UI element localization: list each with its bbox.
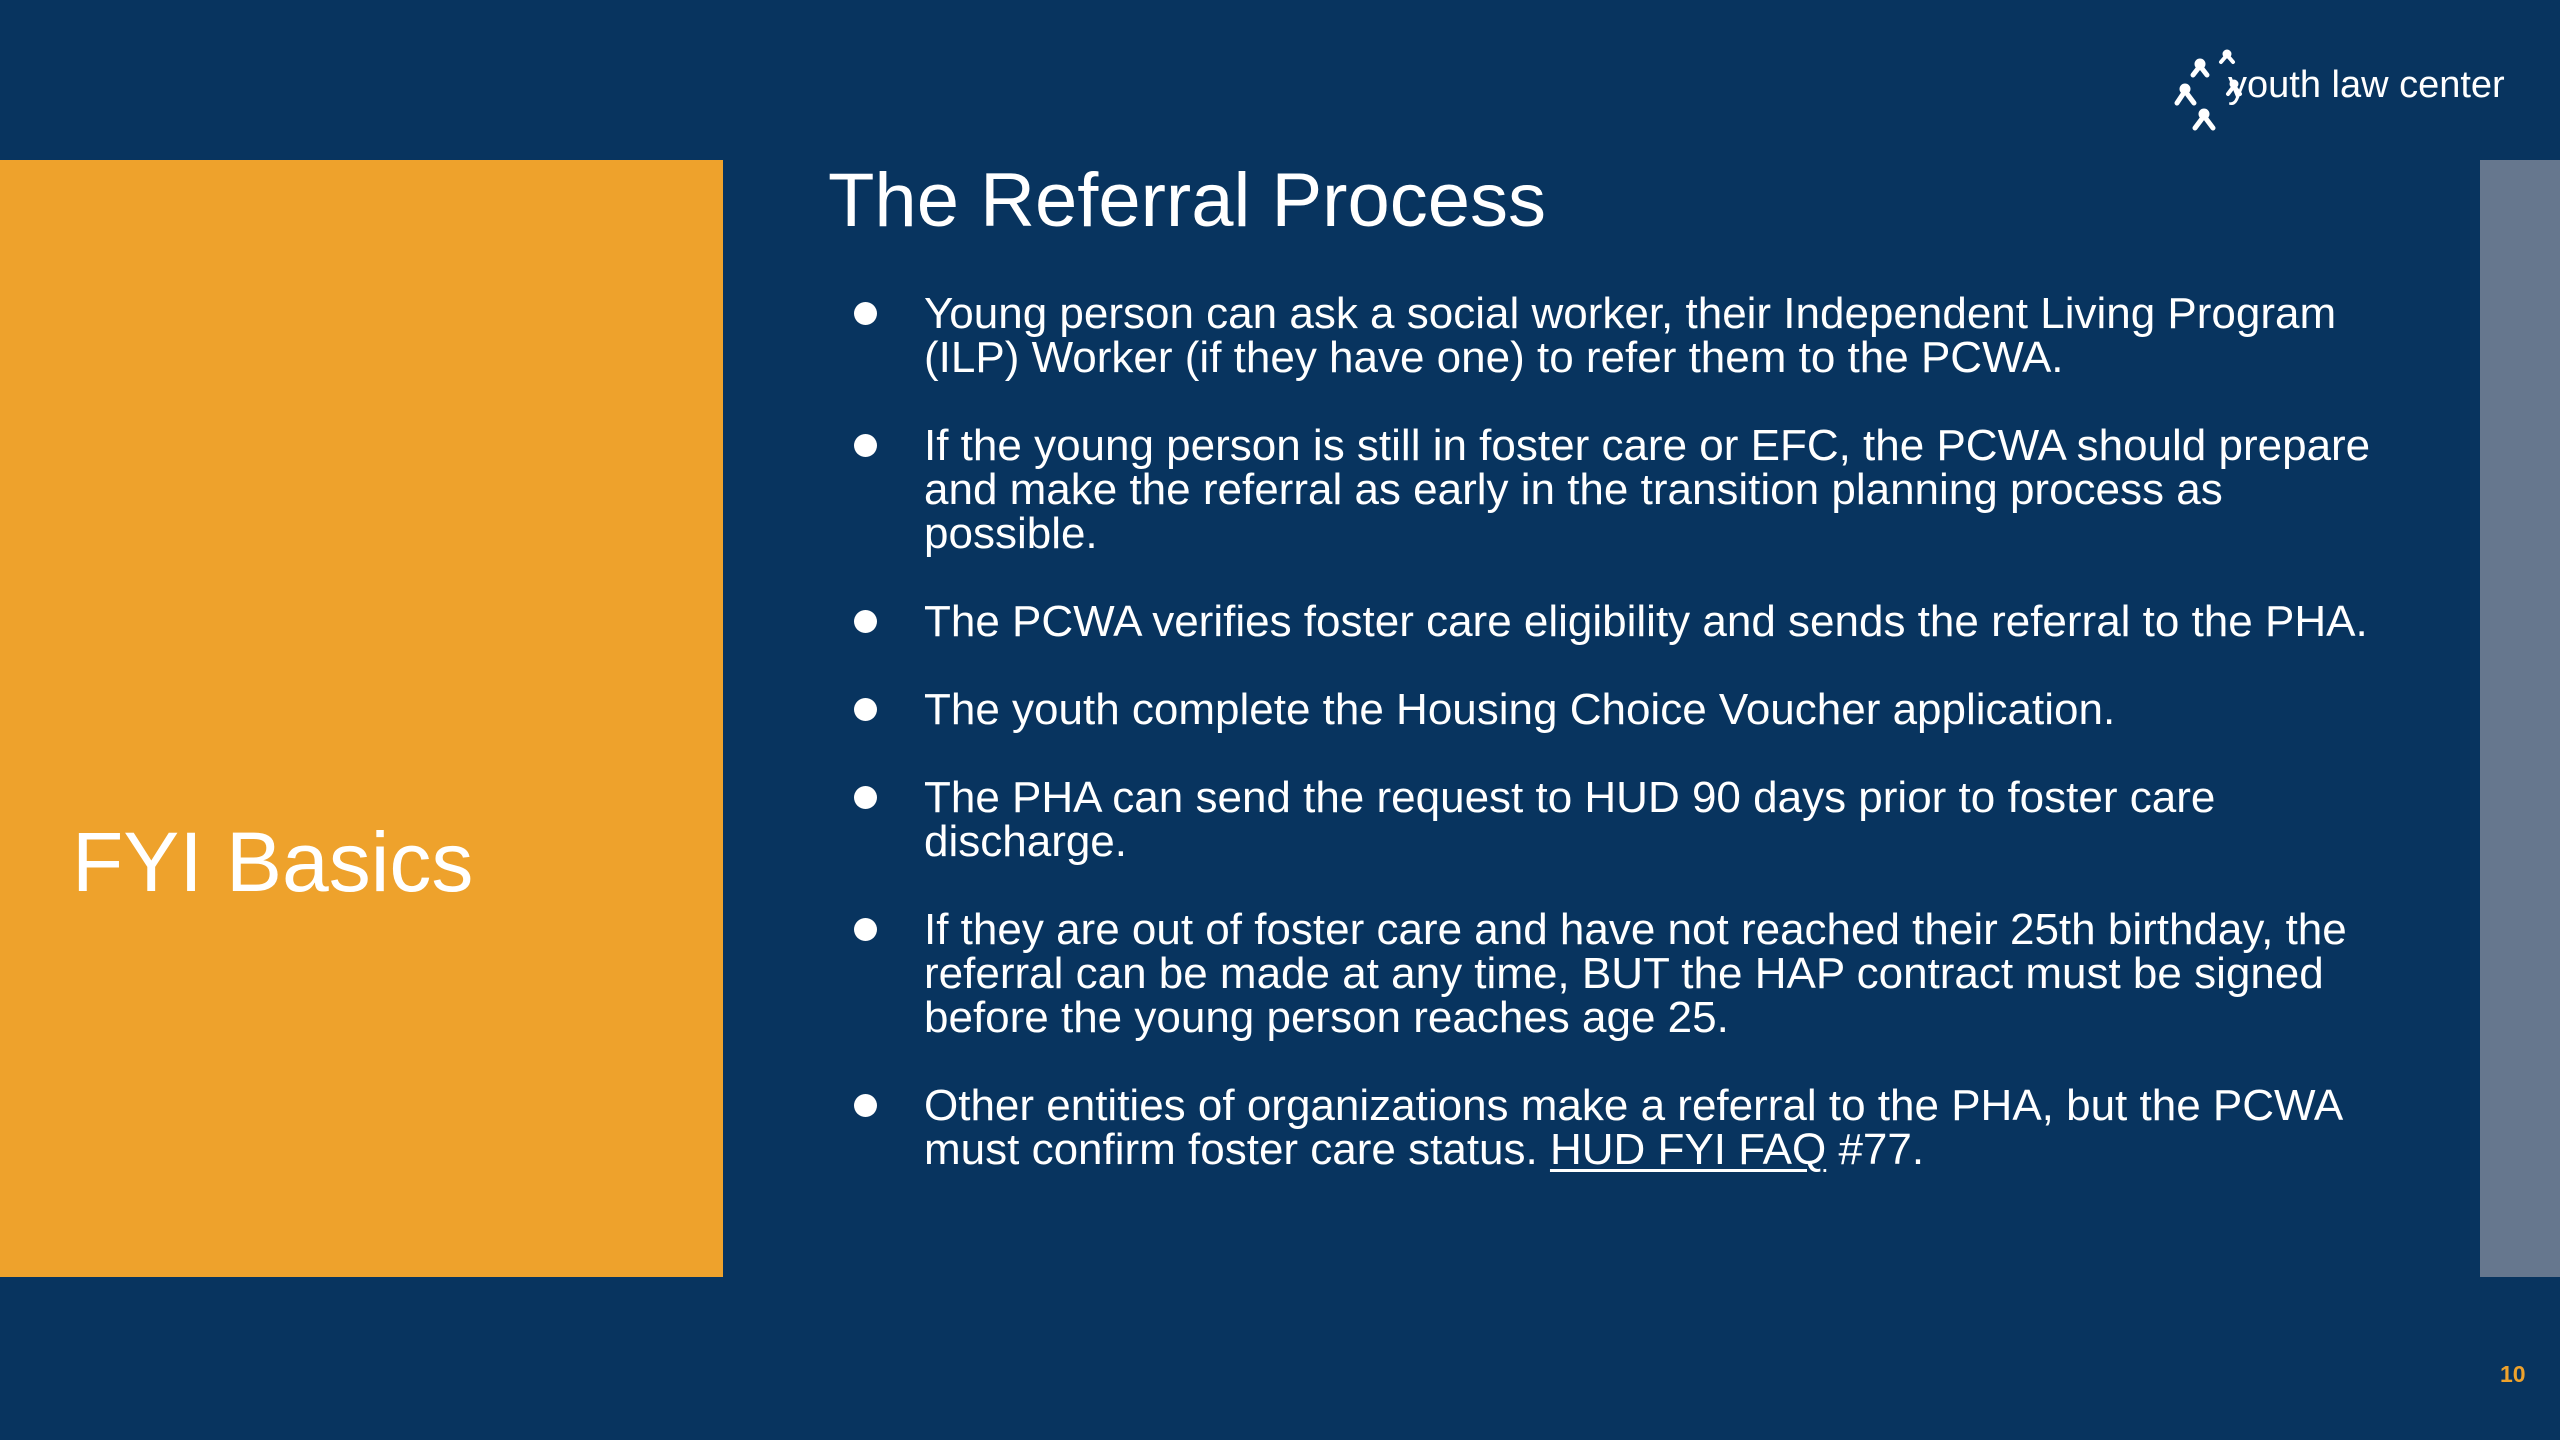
bullet-dot-icon (854, 302, 877, 325)
bullet-text: If they are out of foster care and have … (924, 908, 2382, 1040)
logo-wordmark: youth law center (2228, 66, 2505, 104)
bullet-dot-icon (854, 1094, 877, 1117)
bullet-item: The youth complete the Housing Choice Vo… (842, 688, 2382, 732)
bullet-text: If the young person is still in foster c… (924, 424, 2382, 556)
bullet-item: The PHA can send the request to HUD 90 d… (842, 776, 2382, 864)
youth-law-center-logo: youth law center (2172, 42, 2532, 138)
bullet-dot-icon (854, 610, 877, 633)
bullet-item: Young person can ask a social worker, th… (842, 292, 2382, 380)
bullet-text: The PHA can send the request to HUD 90 d… (924, 776, 2382, 864)
panel-title: FYI Basics (72, 820, 473, 904)
bullet-text: Young person can ask a social worker, th… (924, 292, 2382, 380)
bullet-item: If they are out of foster care and have … (842, 908, 2382, 1040)
bullet-dot-icon (854, 698, 877, 721)
slide-title: The Referral Process (828, 163, 1546, 239)
hud-fyi-faq-link[interactable]: HUD FYI FAQ (1550, 1125, 1826, 1174)
referral-process-list: Young person can ask a social worker, th… (842, 292, 2382, 1216)
bullet-dot-icon (854, 918, 877, 941)
bullet-dot-icon (854, 786, 877, 809)
bullet-text-with-link: Other entities of organizations make a r… (924, 1084, 2382, 1172)
bullet-text: The youth complete the Housing Choice Vo… (924, 688, 2382, 732)
bullet-item: The PCWA verifies foster care eligibilit… (842, 600, 2382, 644)
bullet-text: The PCWA verifies foster care eligibilit… (924, 600, 2382, 644)
bullet-text-after-link: #77. (1826, 1125, 1924, 1174)
bullet-dot-icon (854, 434, 877, 457)
left-accent-panel: FYI Basics (0, 160, 723, 1277)
bullet-item: If the young person is still in foster c… (842, 424, 2382, 556)
page-number: 10 (2500, 1363, 2526, 1386)
right-side-stripe (2480, 160, 2560, 1277)
bullet-item: Other entities of organizations make a r… (842, 1084, 2382, 1172)
